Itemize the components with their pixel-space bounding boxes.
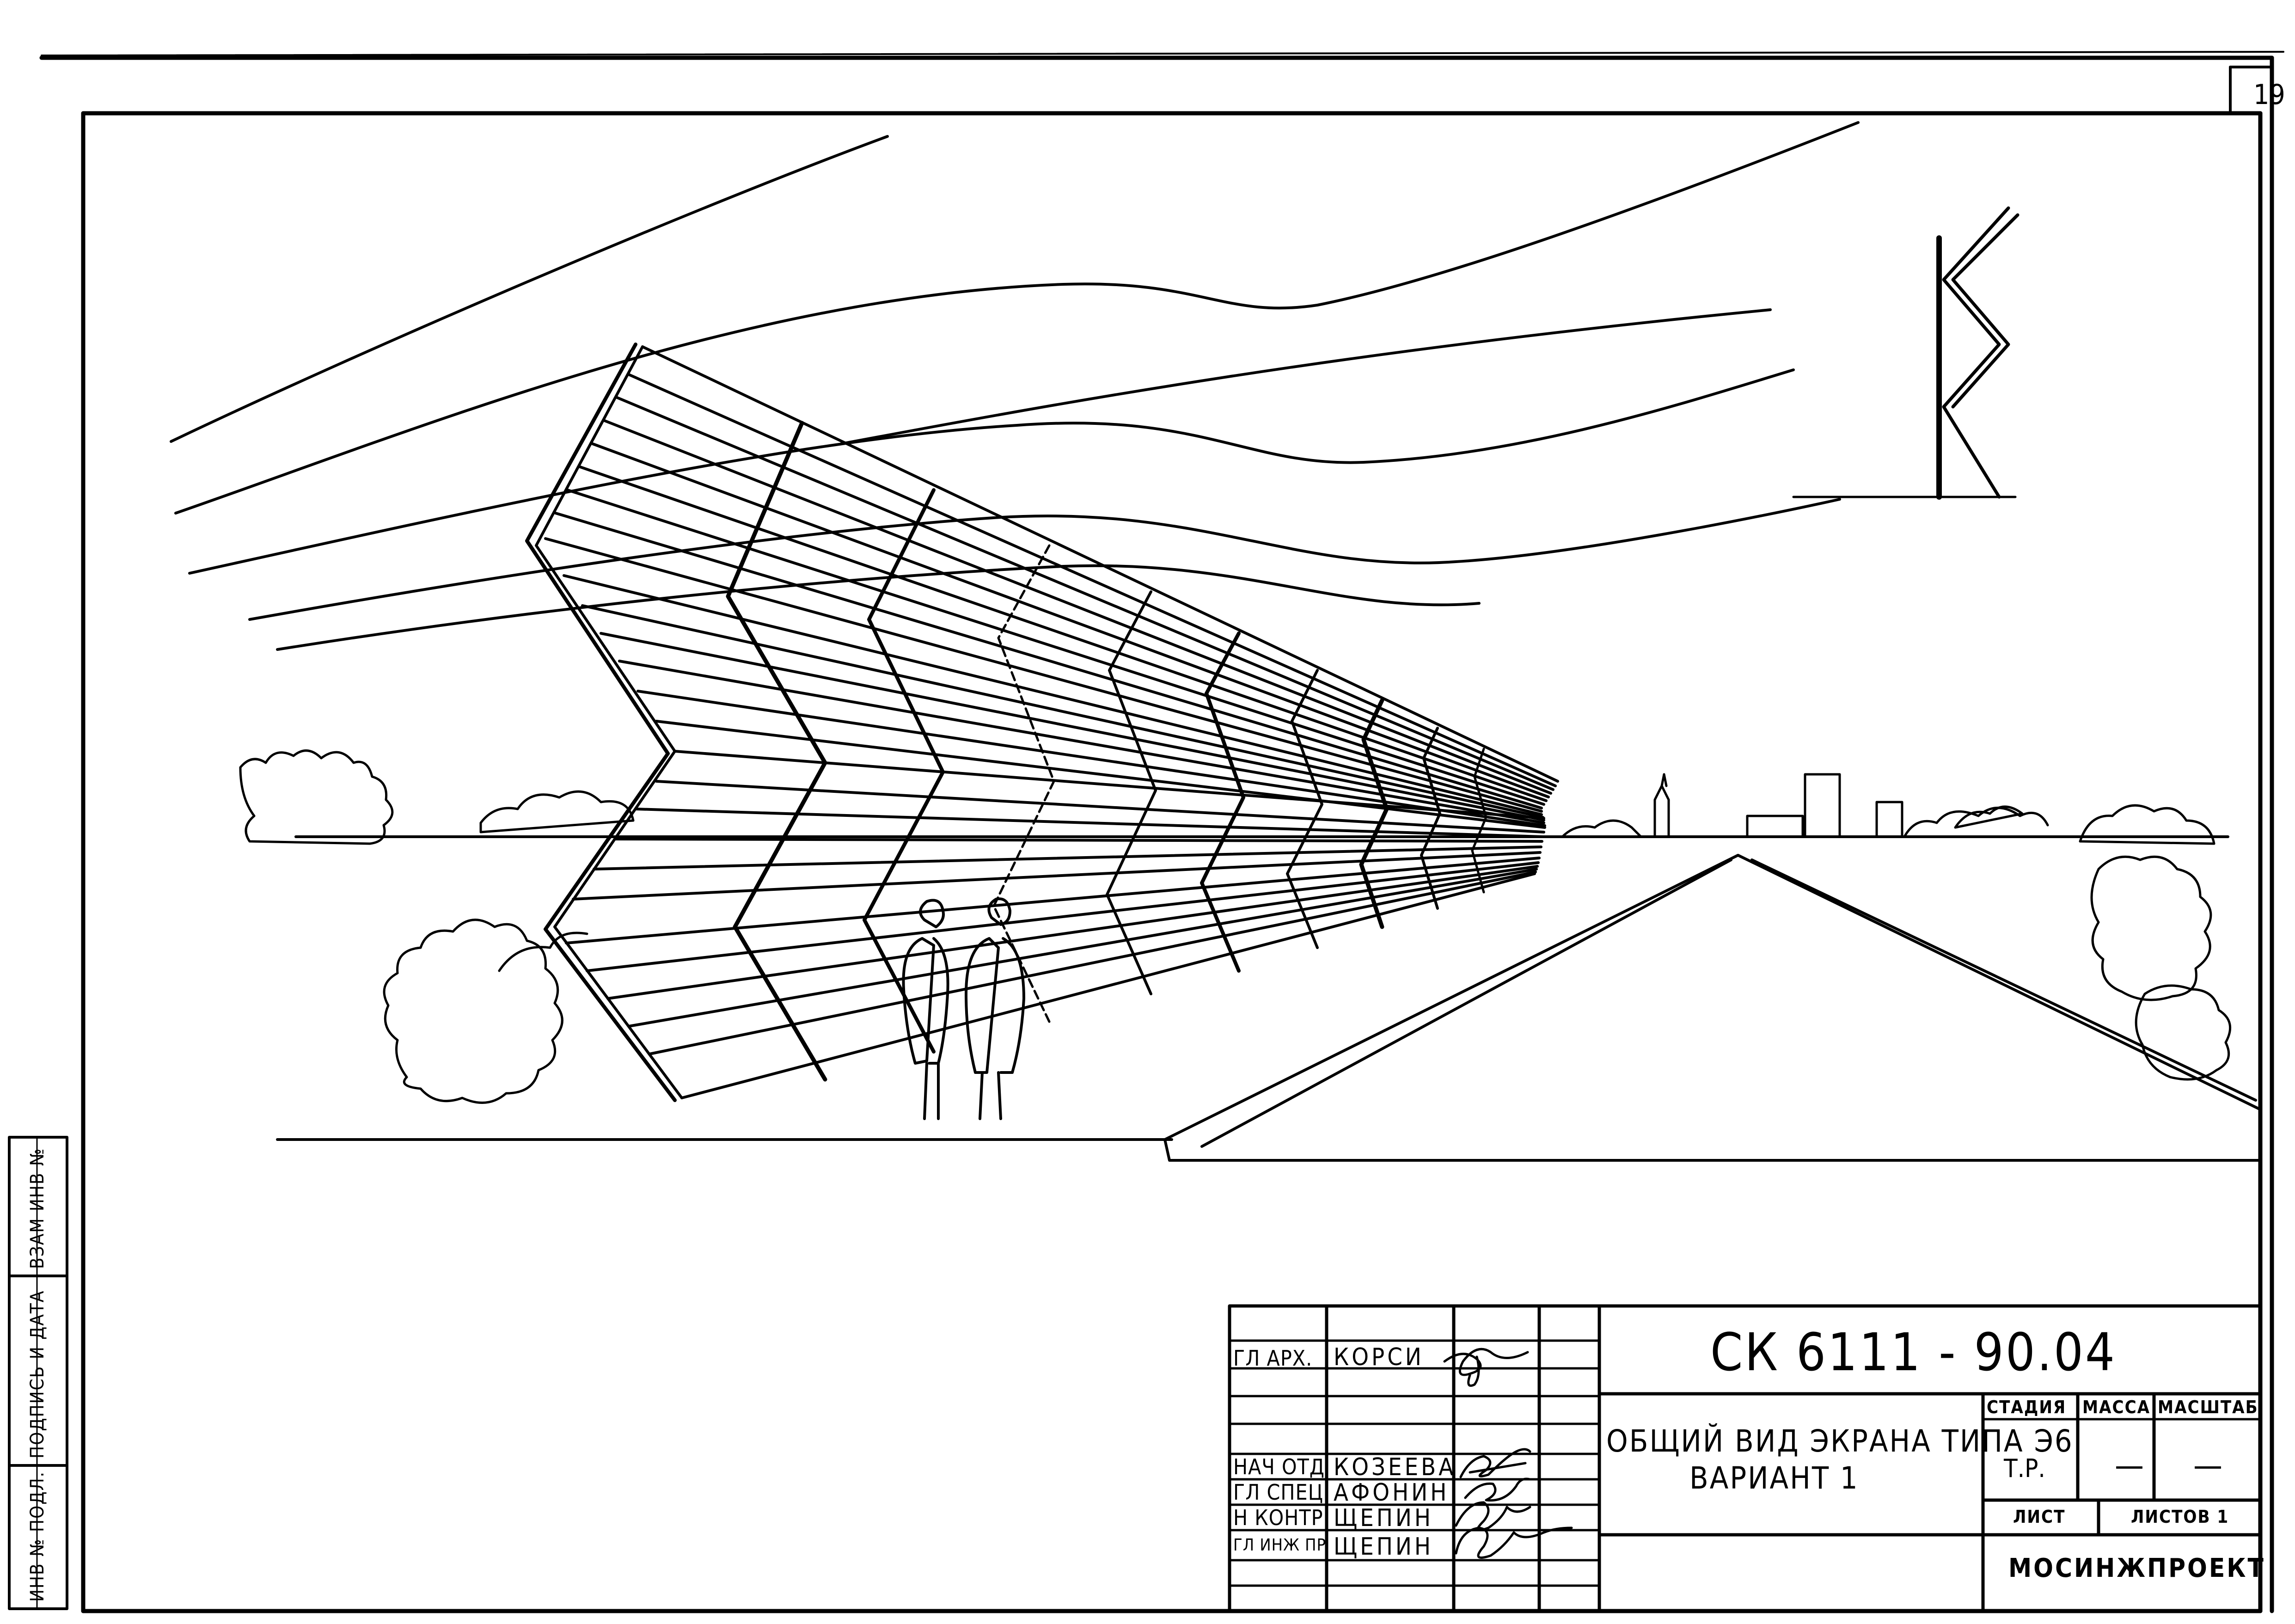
sheet-frame (39, 55, 2274, 1613)
role-norm-control: Н КОНТР (1233, 1505, 1323, 1530)
left-margin-stamp (8, 1136, 68, 1610)
stage-value: Т.Р. (2004, 1454, 2045, 1483)
signature-korsi (1443, 1348, 1529, 1387)
document-code: СК 6111 - 90.04 (1710, 1323, 2117, 1383)
role-head-dept: НАЧ ОТД (1233, 1454, 1325, 1479)
header-mass: МАССА (2082, 1397, 2151, 1417)
role-chief-engineer: ГЛ ИНЖ ПР (1233, 1536, 1327, 1555)
signature-marks (1443, 1348, 1573, 1559)
header-sheets-total: ЛИСТОВ 1 (2131, 1507, 2229, 1527)
header-sheet: ЛИСТ (2013, 1507, 2066, 1527)
shrubs (239, 749, 2232, 1104)
scale-value: — (2193, 1446, 2222, 1484)
noise-screen-wall (525, 343, 1559, 1102)
people-figures (902, 897, 1025, 1120)
name-head-dept: КОЗЕЕВА (1334, 1453, 1457, 1481)
drawing-variant: ВАРИАНТ 1 (1689, 1460, 1859, 1496)
name-norm-control: ЩЕПИН (1334, 1504, 1434, 1532)
top-trim-line (41, 51, 2284, 56)
name-chief-engineer: ЩЕПИН (1334, 1533, 1434, 1561)
header-scale: МАСШТАБ (2158, 1397, 2258, 1417)
city-skyline (1561, 773, 2049, 838)
sheet-number: 19 (2253, 79, 2285, 111)
title-block-grid (1228, 1304, 2262, 1613)
signature-afonin (1464, 1477, 1531, 1502)
sky-lines (170, 121, 1860, 651)
signature-shchepin-2 (1455, 1526, 1573, 1559)
organization-name: МОСИНЖПРОЕКТ (2008, 1553, 2265, 1583)
signature-kozeeva (1459, 1448, 1531, 1478)
mass-value: — (2115, 1446, 2144, 1484)
name-chief-architect: КОРСИ (1334, 1343, 1424, 1371)
signature-shchepin-1 (1455, 1501, 1531, 1532)
name-chief-specialist: АФОНИН (1334, 1479, 1450, 1507)
mast-inset (1792, 206, 2020, 500)
stamp-replacement-inv: ВЗАМ ИНВ № (27, 1147, 48, 1269)
header-stage: СТАДИЯ (1987, 1397, 2067, 1417)
stamp-signature-date: ПОДПИСЬ И ДАТА (27, 1290, 48, 1459)
drawing-title: ОБЩИЙ ВИД ЭКРАНА ТИПА Э6 (1606, 1423, 2074, 1459)
role-chief-architect: ГЛ АРХ. (1233, 1346, 1313, 1371)
role-chief-specialist: ГЛ СПЕЦ (1233, 1480, 1323, 1505)
stamp-inv-no: ИНВ № ПОДЛ. (27, 1471, 48, 1602)
